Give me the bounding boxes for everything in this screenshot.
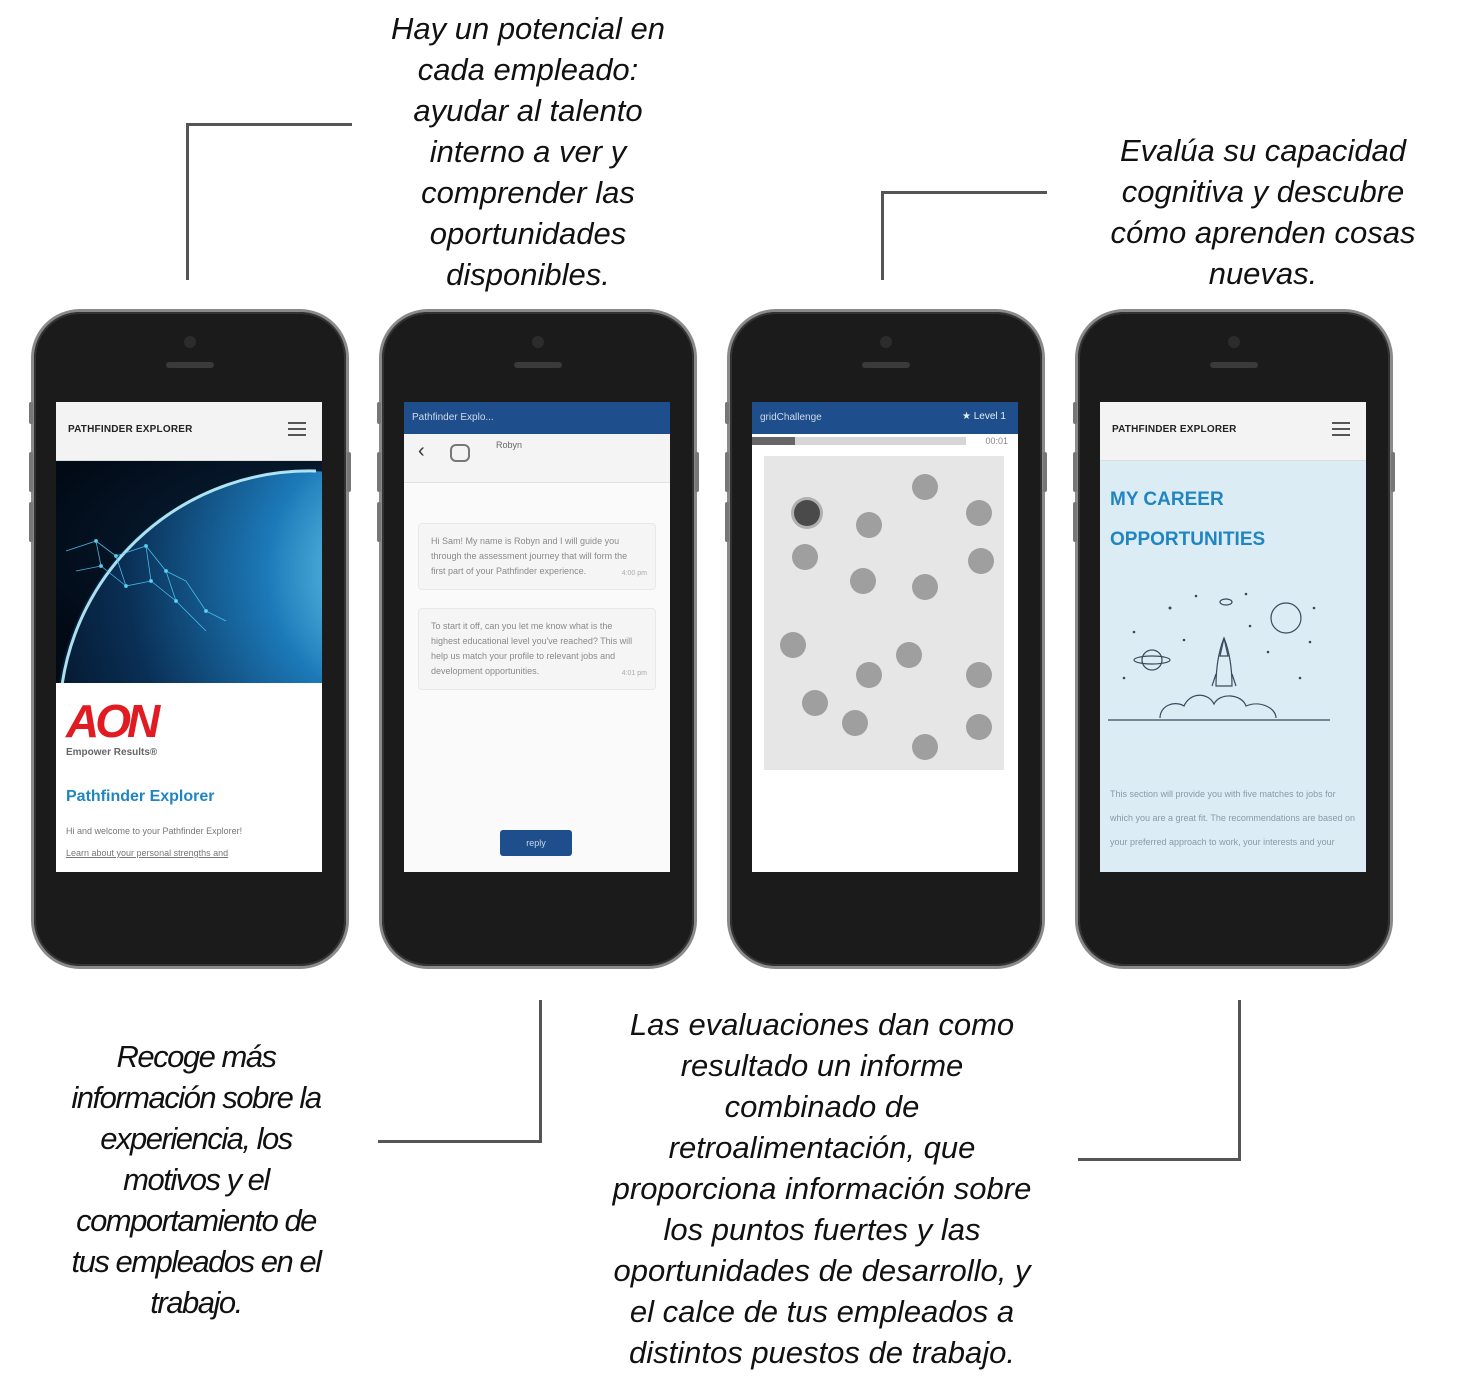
welcome-title: Pathfinder Explorer [66, 788, 215, 805]
timer: 00:01 [985, 436, 1008, 446]
grid-dot[interactable] [912, 574, 938, 600]
chat-message-text: Hi Sam! My name is Robyn and I will guid… [431, 536, 628, 576]
power-button [695, 452, 699, 492]
phone-camera [1228, 336, 1240, 348]
grid-dot[interactable] [912, 734, 938, 760]
volume-button [29, 452, 33, 492]
phone-speaker [862, 362, 910, 368]
connector-top-left [186, 123, 352, 280]
connector-top-right [881, 191, 1047, 280]
chat-message: Hi Sam! My name is Robyn and I will guid… [418, 523, 656, 590]
phone-screen: PATHFINDER EXPLORER [56, 402, 322, 872]
volume-button [1073, 452, 1077, 492]
volume-button [725, 452, 729, 492]
career-title-line: MY CAREER [1110, 489, 1224, 510]
welcome-text: Hi and welcome to your Pathfinder Explor… [66, 826, 243, 836]
progress-bar-fill [752, 437, 795, 445]
star-icon: ★ [962, 411, 971, 422]
connector-bottom-right [1078, 1000, 1241, 1161]
hamburger-menu-icon[interactable] [1332, 422, 1350, 436]
grid-dot[interactable] [842, 710, 868, 736]
volume-button [377, 452, 381, 492]
grid-dot[interactable] [780, 632, 806, 658]
phone-camera [532, 336, 544, 348]
grid-dot[interactable] [802, 690, 828, 716]
volume-button [1073, 502, 1077, 542]
app-header: PATHFINDER EXPLORER [1100, 402, 1366, 461]
grid-dot[interactable] [896, 642, 922, 668]
caption-top-right: Evalúa su capacidad cognitiva y descubre… [1110, 133, 1416, 291]
progress-row: 00:01 [752, 434, 1018, 448]
phone-chat: Pathfinder Explo... ‹ Robyn Hi Sam! My n… [377, 312, 699, 966]
phone-screen: PATHFINDER EXPLORER MY CAREER OPPORTUNIT… [1100, 402, 1366, 872]
game-header: gridChallenge ★ Level 1 [752, 402, 1018, 434]
grid-dot[interactable] [856, 662, 882, 688]
volume-button [29, 502, 33, 542]
volume-button [29, 402, 33, 424]
career-description: This section will provide you with five … [1110, 789, 1355, 847]
hamburger-menu-icon[interactable] [288, 422, 306, 436]
level-indicator: ★ Level 1 [962, 411, 1006, 422]
game-title: gridChallenge [760, 412, 822, 423]
rocket-launch-illustration-icon [1108, 592, 1330, 721]
progress-bar [752, 437, 966, 445]
volume-button [725, 402, 729, 424]
phone-speaker [514, 362, 562, 368]
caption-top-left: Hay un potencial en cada empleado: ayuda… [390, 11, 666, 292]
grid-dot[interactable] [912, 474, 938, 500]
chat-header-title: Pathfinder Explo... [412, 412, 494, 423]
chat-contact-bar: ‹ Robyn [404, 434, 670, 483]
chat-message: To start it off, can you let me know wha… [418, 608, 656, 690]
grid-dot-active[interactable] [794, 500, 820, 526]
grid-dot[interactable] [792, 544, 818, 570]
back-arrow-icon[interactable]: ‹ [418, 440, 425, 462]
chat-contact-name: Robyn [496, 440, 523, 450]
phone-welcome: PATHFINDER EXPLORER [29, 312, 351, 966]
app-brand: PATHFINDER EXPLORER [68, 424, 193, 435]
aon-tagline: Empower Results® [66, 747, 158, 758]
level-label: Level 1 [973, 411, 1006, 422]
welcome-text: Learn about your personal strengths and [66, 848, 229, 858]
career-title: MY CAREER OPPORTUNITIES [1100, 461, 1366, 551]
chat-message-text: To start it off, can you let me know wha… [431, 621, 633, 676]
power-button [347, 452, 351, 492]
power-button [1391, 452, 1395, 492]
phone-speaker [1210, 362, 1258, 368]
phone-grid-challenge: gridChallenge ★ Level 1 00:01 [725, 312, 1047, 966]
career-title-line: OPPORTUNITIES [1110, 529, 1266, 550]
grid-dot[interactable] [856, 512, 882, 538]
phone-speaker [166, 362, 214, 368]
grid-dot[interactable] [966, 662, 992, 688]
phone-camera [184, 336, 196, 348]
volume-button [377, 402, 381, 424]
chat-header: Pathfinder Explo... [404, 402, 670, 434]
volume-button [1073, 402, 1077, 424]
grid-dot[interactable] [850, 568, 876, 594]
phone-career: PATHFINDER EXPLORER MY CAREER OPPORTUNIT… [1073, 312, 1395, 966]
aon-logo: AON [66, 695, 160, 747]
app-header: PATHFINDER EXPLORER [56, 402, 322, 461]
power-button [1043, 452, 1047, 492]
phone-screen: gridChallenge ★ Level 1 00:01 [752, 402, 1018, 872]
grid-board[interactable] [764, 456, 1004, 770]
robot-avatar-icon [450, 444, 470, 462]
caption-bottom-left: Recoge más información sobre la experien… [71, 1039, 322, 1320]
earth-hero-image [56, 461, 322, 683]
phone-camera [880, 336, 892, 348]
volume-button [377, 502, 381, 542]
caption-bottom-middle: Las evaluaciones dan como resultado un i… [612, 1007, 1032, 1370]
connector-bottom-left [378, 1000, 542, 1143]
chat-message-time: 4:01 pm [621, 670, 647, 677]
volume-button [725, 502, 729, 542]
earth-globe-icon [58, 469, 322, 683]
grid-dot[interactable] [968, 548, 994, 574]
chat-message-time: 4:00 pm [621, 570, 647, 577]
reply-button[interactable]: reply [500, 830, 572, 856]
phone-screen: Pathfinder Explo... ‹ Robyn Hi Sam! My n… [404, 402, 670, 872]
welcome-content: AON Empower Results® Pathfinder Explorer… [56, 683, 322, 858]
grid-dot[interactable] [966, 714, 992, 740]
app-brand: PATHFINDER EXPLORER [1112, 424, 1237, 435]
grid-dot[interactable] [966, 500, 992, 526]
